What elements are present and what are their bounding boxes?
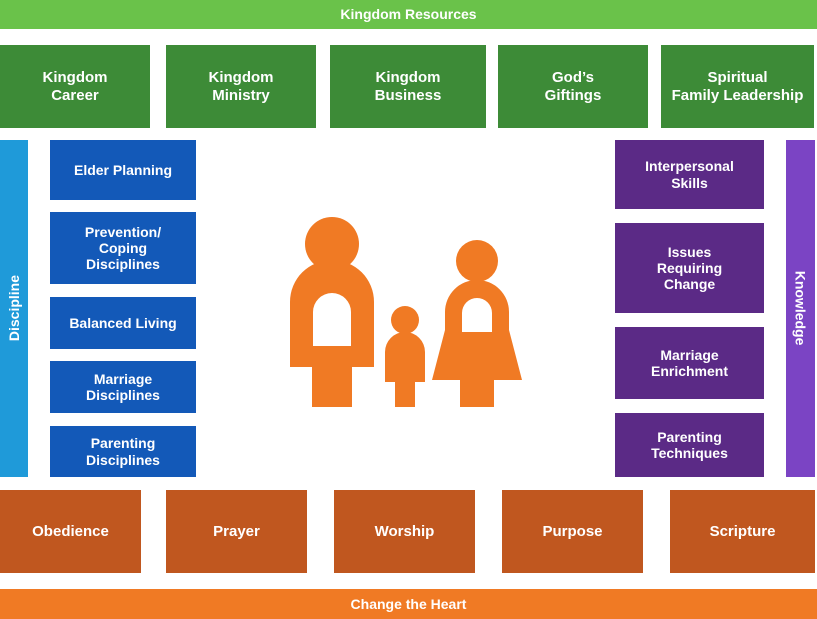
box-spiritual-family-leadership: Spiritual Family Leadership: [661, 45, 814, 128]
child-body-icon: [385, 332, 425, 407]
box-obedience: Obedience: [0, 490, 141, 573]
box-scripture: Scripture: [670, 490, 815, 573]
box-prayer: Prayer: [166, 490, 307, 573]
box-worship: Worship: [334, 490, 475, 573]
box-parenting-disciplines: Parenting Disciplines: [50, 426, 196, 477]
box-kingdom-business: Kingdom Business: [330, 45, 486, 128]
child-head-icon: [391, 306, 419, 334]
bar-discipline: Discipline: [0, 140, 28, 477]
box-kingdom-ministry: Kingdom Ministry: [166, 45, 316, 128]
bar-knowledge: Knowledge: [786, 140, 815, 477]
box-gods-giftings: God’s Giftings: [498, 45, 648, 128]
label-knowledge: Knowledge: [792, 271, 809, 346]
adult-dress-head-icon: [456, 240, 498, 282]
box-elder-planning: Elder Planning: [50, 140, 196, 200]
box-parenting-techniques: Parenting Techniques: [615, 413, 764, 477]
box-balanced-living: Balanced Living: [50, 297, 196, 349]
label-discipline: Discipline: [5, 275, 22, 342]
adult-body-icon: [290, 260, 374, 407]
header-kingdom-resources: Kingdom Resources: [0, 0, 817, 29]
box-prevention-coping-disciplines: Prevention/ Coping Disciplines: [50, 212, 196, 284]
adult-dress-body-icon: [432, 280, 522, 407]
box-purpose: Purpose: [502, 490, 643, 573]
box-issues-requiring-change: Issues Requiring Change: [615, 223, 764, 313]
box-marriage-disciplines: Marriage Disciplines: [50, 361, 196, 413]
box-interpersonal-skills: Interpersonal Skills: [615, 140, 764, 209]
footer-change-the-heart: Change the Heart: [0, 589, 817, 619]
adult-head-icon: [305, 217, 359, 271]
box-kingdom-career: Kingdom Career: [0, 45, 150, 128]
box-marriage-enrichment: Marriage Enrichment: [615, 327, 764, 399]
family-icon: [290, 217, 522, 407]
